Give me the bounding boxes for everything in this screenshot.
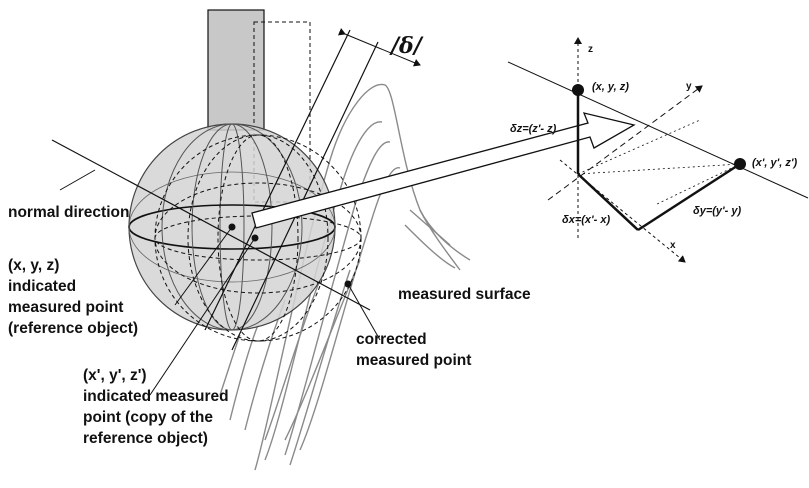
inset-axis-y-label: y xyxy=(686,81,692,92)
inset-point-ref-label: (x, y, z) xyxy=(592,81,629,93)
leader-corrected xyxy=(347,283,381,341)
point-copy xyxy=(251,234,259,242)
copy-coords-label: (x', y', z') xyxy=(83,367,147,384)
normal-tick xyxy=(59,169,96,191)
measured-surface-label: measured surface xyxy=(398,286,531,303)
delta-dim-line xyxy=(337,28,421,67)
inset-dx-seg xyxy=(577,173,639,231)
inset-axis-y xyxy=(547,85,703,201)
normal-direction-label: normal direction xyxy=(8,204,130,221)
inset-dotted-2 xyxy=(577,119,701,175)
probe-sphere-copy xyxy=(154,134,362,342)
inset-long-line xyxy=(507,61,809,199)
probe-stem-copy xyxy=(253,21,311,203)
ref-line-a-label: indicated xyxy=(8,278,77,295)
inset-point-ref xyxy=(572,84,584,96)
ref-coords-label: (x, y, z) xyxy=(8,257,60,274)
inset-delta-z-label: δz=(z'- z) xyxy=(510,123,557,135)
probe-stem xyxy=(207,9,265,131)
inset-point-copy-label: (x', y', z') xyxy=(752,157,798,169)
point-corrected xyxy=(344,280,352,288)
corrected-line2-label: measured point xyxy=(356,352,472,369)
inset-delta-y-label: δy=(y'- y) xyxy=(693,205,742,217)
corrected-line1-label: corrected xyxy=(356,331,427,348)
inset-dy-seg xyxy=(637,162,741,232)
copy-line2-label: point (copy of the xyxy=(83,409,214,426)
ref-line-b-label: measured point xyxy=(8,299,124,316)
inset-axis-z-label: z xyxy=(588,44,593,55)
delta-line-a xyxy=(204,29,351,331)
inset-delta-x-label: δx=(x'- x) xyxy=(562,214,611,226)
leader-copy xyxy=(149,237,256,396)
inset-diagram xyxy=(507,37,809,263)
leader-ref xyxy=(174,226,233,306)
copy-line1-label: indicated measured xyxy=(83,388,229,405)
inset-axis-x-label: x xyxy=(670,240,676,251)
inset-dotted-3 xyxy=(654,163,741,206)
delta-line-b xyxy=(231,41,379,351)
point-reference xyxy=(228,223,236,231)
inset-point-copy xyxy=(734,158,746,170)
transfer-arrow xyxy=(251,112,636,229)
measured-surface xyxy=(219,83,471,471)
delta-label: /δ/ xyxy=(391,33,422,59)
inset-dotted-1 xyxy=(577,163,741,175)
copy-line3-label: reference object) xyxy=(83,430,208,447)
normal-direction-line xyxy=(51,139,371,311)
ref-line2-label: (reference object) xyxy=(8,320,139,337)
